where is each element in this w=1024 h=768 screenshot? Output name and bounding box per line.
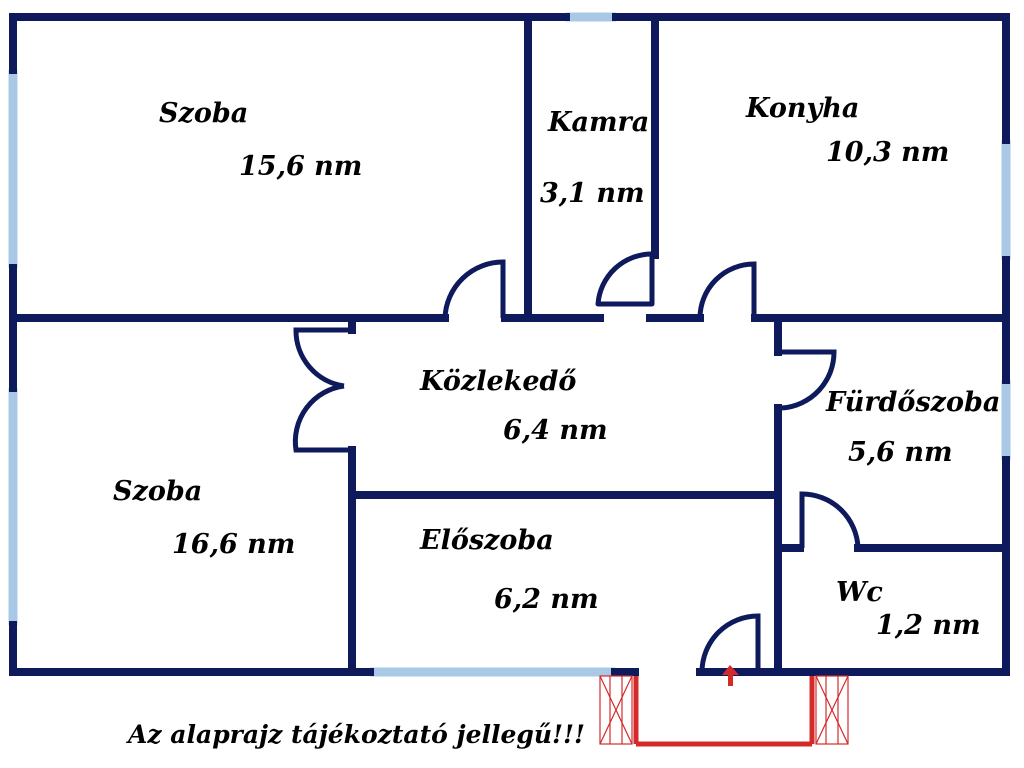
room-name-szoba1: Szoba [159, 98, 248, 129]
door-wc [799, 491, 861, 549]
room-name-wc: Wc [836, 577, 883, 608]
room-name-kamra: Kamra [547, 107, 649, 138]
room-name-kozlekedo: Közlekedő [419, 366, 576, 397]
disclaimer-text: Az alaprajz tájékoztató jellegű!!! [126, 720, 585, 749]
room-area-szoba1: 15,6 nm [239, 151, 362, 182]
room-name-furdoszoba: Fürdőszoba [825, 387, 1000, 418]
door-konyha [697, 261, 757, 319]
room-area-konyha: 10,3 nm [826, 137, 949, 168]
doors [292, 251, 861, 673]
room-name-szoba2: Szoba [113, 476, 202, 507]
entrance-step [599, 675, 849, 747]
walls [9, 13, 1010, 676]
room-area-eloszoba: 6,2 nm [494, 584, 599, 615]
door-szoba1 [442, 259, 506, 319]
door-furdo [778, 349, 837, 411]
door-szoba2-lower [292, 383, 352, 453]
railing-right [815, 675, 849, 745]
entrance-arrow-icon [722, 665, 739, 686]
room-area-furdoszoba: 5,6 nm [848, 437, 953, 468]
door-kamra [595, 251, 655, 307]
windows [8, 12, 1011, 677]
room-area-kamra: 3,1 nm [540, 178, 645, 209]
room-name-eloszoba: Előszoba [419, 525, 554, 556]
door-entrance [699, 613, 761, 673]
room-labels: Szoba 15,6 nm Kamra 3,1 nm Konyha 10,3 n… [113, 93, 1000, 641]
room-area-szoba2: 16,6 nm [172, 529, 295, 560]
room-name-konyha: Konyha [745, 93, 859, 124]
door-szoba2-upper [293, 327, 352, 389]
room-area-kozlekedo: 6,4 nm [503, 415, 608, 446]
railing-left [599, 675, 633, 745]
room-area-wc: 1,2 nm [876, 610, 981, 641]
